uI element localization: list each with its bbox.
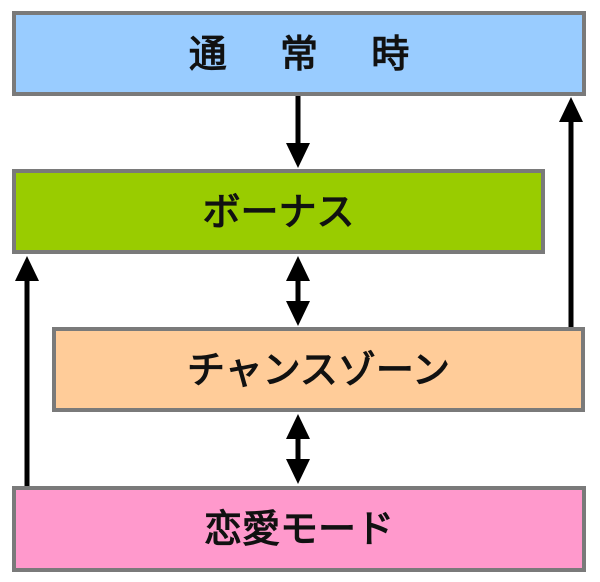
arrow-love-to-bonus: [15, 256, 39, 486]
arrow-normal-to-bonus: [286, 96, 310, 168]
state-normal-label: 通 常 時: [188, 31, 430, 76]
state-bonus-label: ボーナス: [202, 189, 355, 234]
state-bonus: ボーナス: [12, 169, 545, 254]
state-chance-zone-label: チャンスゾーン: [187, 347, 450, 392]
arrow-bonus-chance-bidirectional: [286, 256, 310, 326]
arrow-chance-to-normal: [559, 97, 583, 327]
arrow-chance-love-bidirectional: [286, 414, 310, 484]
state-normal: 通 常 時: [12, 11, 586, 96]
state-love-mode-label: 恋愛モード: [203, 507, 394, 551]
state-chance-zone: チャンスゾーン: [52, 327, 585, 412]
state-love-mode: 恋愛モード: [12, 486, 586, 572]
